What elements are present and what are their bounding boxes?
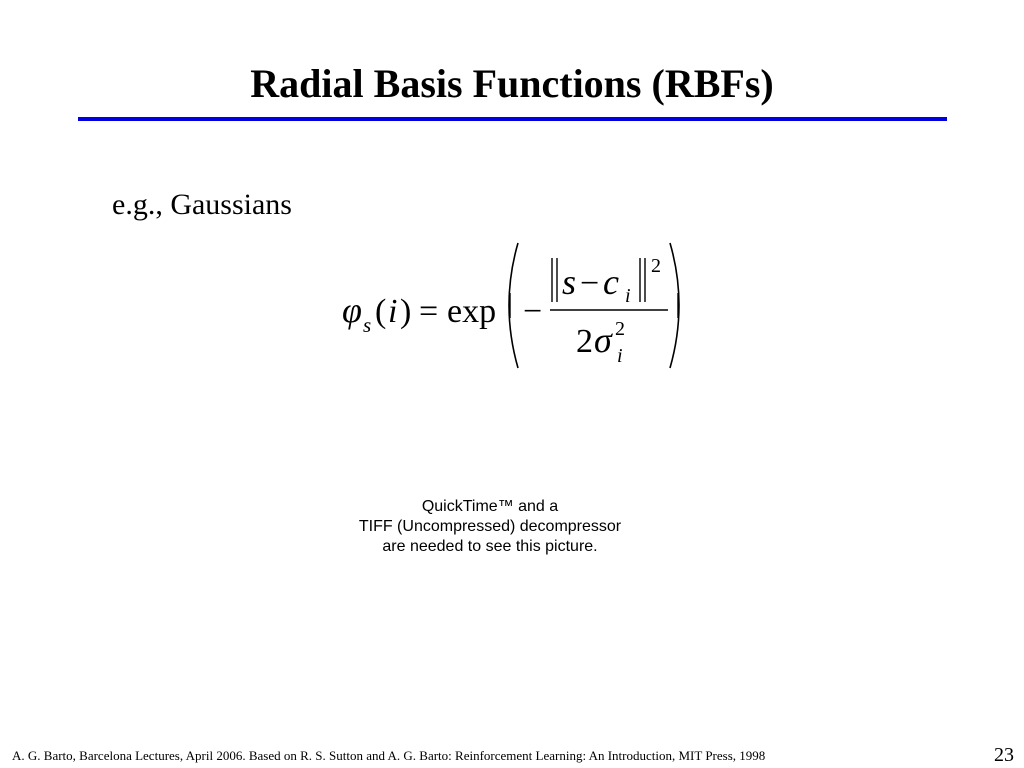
exp-function: exp [447, 293, 496, 330]
sigma-subscript-i: i [617, 345, 623, 367]
page-number: 23 [994, 744, 1014, 766]
equals-sign: = [419, 293, 438, 330]
phi-subscript-s: s [363, 313, 371, 337]
norm-superscript-2: 2 [651, 255, 661, 277]
numerator-s: s [562, 262, 576, 302]
placeholder-line-2: TIFF (Uncompressed) decompressor [358, 518, 622, 535]
slide-title: Radial Basis Functions (RBFs) [250, 61, 774, 106]
placeholder-line-1: QuickTime™ and a [421, 498, 559, 515]
denominator-2: 2 [576, 323, 593, 360]
big-left-paren [508, 242, 519, 369]
arg-i: i [388, 293, 397, 330]
minus-sign: − [523, 293, 542, 330]
gaussian-rbf-equation: φ s ( i ) = exp − s − c i 2 2 σ 2 i [330, 238, 700, 373]
close-paren: ) [400, 293, 411, 330]
sigma-superscript-2: 2 [615, 318, 625, 340]
numerator-minus: − [580, 265, 599, 302]
big-right-paren [669, 242, 680, 369]
denominator-sigma: σ [594, 320, 613, 360]
intro-text: e.g., Gaussians [112, 188, 292, 221]
title-underline [78, 117, 947, 121]
numerator-c: c [603, 262, 619, 302]
c-subscript-i: i [625, 285, 631, 307]
footer-citation: A. G. Barto, Barcelona Lectures, April 2… [12, 748, 766, 763]
phi-symbol: φ [342, 290, 362, 330]
open-paren: ( [375, 293, 386, 330]
placeholder-line-3: are needed to see this picture. [382, 538, 598, 555]
missing-image-placeholder: QuickTime™ and a TIFF (Uncompressed) dec… [330, 497, 650, 557]
